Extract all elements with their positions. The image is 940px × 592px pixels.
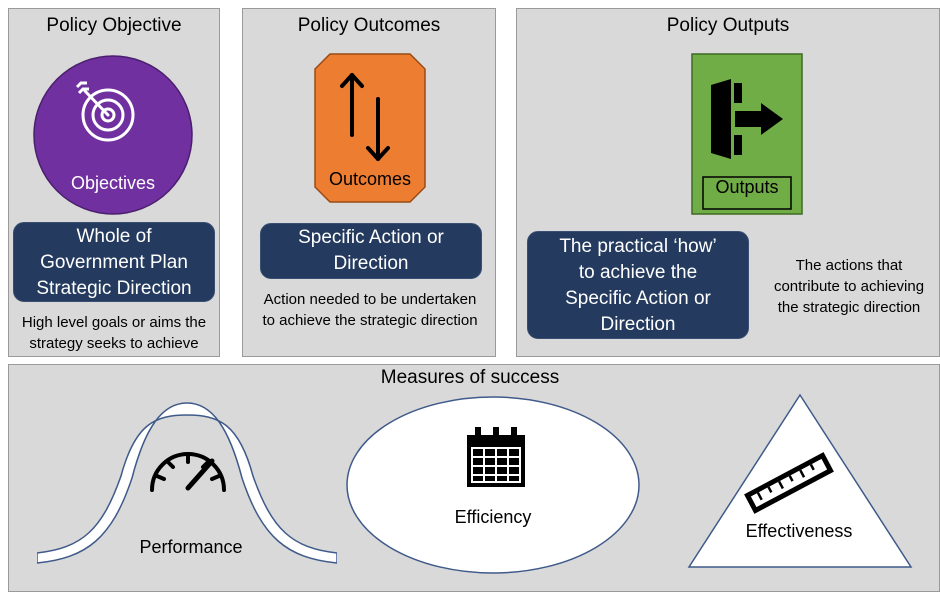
outcomes-note-line-1: Action needed to be undertaken xyxy=(263,291,477,308)
effectiveness-triangle xyxy=(687,393,913,568)
efficiency-label: Efficiency xyxy=(454,507,532,527)
outcomes-pill-line-1: Specific Action or xyxy=(298,227,444,248)
objective-note: High level goals or aims the strategy se… xyxy=(9,312,219,354)
outputs-pill-line-1: The practical ‘how’ xyxy=(559,236,717,257)
efficiency-ellipse xyxy=(346,396,640,574)
performance-label: Performance xyxy=(139,537,243,557)
outputs-label: Outputs xyxy=(715,177,779,197)
policy-outcomes-panel: Policy Outcomes Outcomes Specific Action… xyxy=(242,8,496,357)
objective-note-line-1: High level goals or aims the xyxy=(21,314,207,331)
measures-panel: Measures of success Performance xyxy=(8,364,940,592)
performance-bell-curve xyxy=(37,402,337,564)
measures-title: Measures of success xyxy=(380,367,560,388)
objective-note-line-2: strategy seeks to achieve xyxy=(29,335,199,352)
objectives-label: Objectives xyxy=(70,173,156,193)
outputs-note: The actions that contribute to achieving… xyxy=(761,255,937,318)
ruler-icon xyxy=(744,452,834,514)
outputs-note-line-2: contribute to achieving xyxy=(773,278,925,295)
objectives-circle xyxy=(33,55,193,215)
speedometer-icon xyxy=(150,452,226,492)
objective-pill: Whole of Government Plan Strategic Direc… xyxy=(13,222,215,302)
up-down-arrows-icon xyxy=(340,73,390,161)
outcomes-note-line-2: to achieve the strategic direction xyxy=(262,312,478,329)
outputs-box xyxy=(691,53,803,215)
target-icon xyxy=(75,81,135,142)
calendar-icon xyxy=(467,427,525,487)
effectiveness-label: Effectiveness xyxy=(745,521,853,541)
exit-door-icon xyxy=(711,79,783,159)
outputs-note-line-1: The actions that xyxy=(795,257,903,274)
objective-pill-line-1: Whole of xyxy=(76,226,152,247)
policy-outputs-title: Policy Outputs xyxy=(666,15,790,36)
outputs-note-line-3: the strategic direction xyxy=(777,299,921,316)
outcomes-note: Action needed to be undertaken to achiev… xyxy=(243,289,497,331)
outputs-pill-line-3: Specific Action or xyxy=(565,288,711,309)
outcomes-octagon xyxy=(314,53,426,203)
policy-objective-title: Policy Objective xyxy=(46,15,182,36)
objective-pill-line-2: Government Plan xyxy=(40,252,188,273)
outcomes-label: Outcomes xyxy=(328,169,412,189)
outputs-pill: The practical ‘how’ to achieve the Speci… xyxy=(527,231,749,339)
policy-outputs-panel: Policy Outputs Outputs The practical ‘ho… xyxy=(516,8,940,357)
outputs-pill-line-4: Direction xyxy=(600,314,676,335)
policy-objective-panel: Policy Objective Objectives Whole of Gov… xyxy=(8,8,220,357)
outcomes-pill-line-2: Direction xyxy=(333,253,409,274)
objective-pill-line-3: Strategic Direction xyxy=(36,278,192,299)
policy-outcomes-title: Policy Outcomes xyxy=(297,15,441,36)
outcomes-pill: Specific Action or Direction xyxy=(260,223,482,279)
outputs-pill-line-2: to achieve the xyxy=(578,262,698,283)
